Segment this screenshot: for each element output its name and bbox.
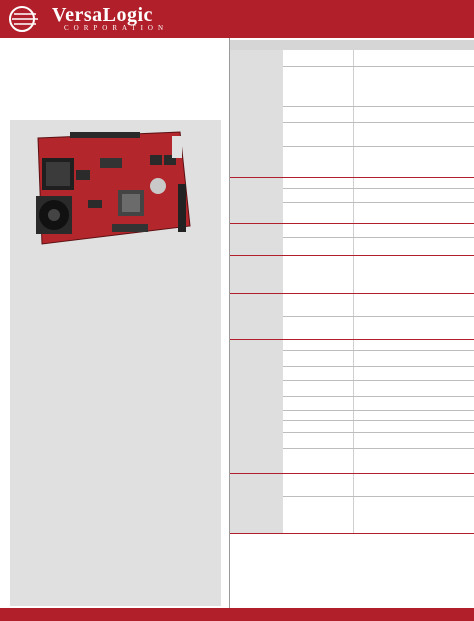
- spec-section-2: [230, 178, 474, 224]
- spec-row-line: [283, 122, 474, 123]
- spec-row-line: [283, 380, 474, 381]
- spec-section-divider: [230, 533, 474, 534]
- spec-row-line: [283, 237, 474, 238]
- spec-table-header: [230, 40, 474, 50]
- spec-row-line: [283, 448, 474, 449]
- footer-bar: [0, 608, 474, 621]
- spec-row-line: [283, 146, 474, 147]
- spec-section-label: [230, 50, 283, 178]
- spec-row-line: [283, 396, 474, 397]
- spec-section-divider: [230, 177, 474, 178]
- spec-section-label: [230, 256, 283, 294]
- spec-section-divider: [230, 339, 474, 340]
- spec-row-line: [283, 420, 474, 421]
- spec-col-divider: [353, 474, 354, 534]
- brand-subtitle: CORPORATION: [64, 24, 169, 32]
- spec-section-label: [230, 340, 283, 474]
- spec-section-4: [230, 256, 474, 294]
- spec-section-label: [230, 474, 283, 534]
- spec-row-line: [283, 188, 474, 189]
- header-bar: VersaLogic CORPORATION: [0, 0, 474, 38]
- spec-section-label: [230, 294, 283, 340]
- column-divider: [229, 38, 230, 608]
- spec-row-line: [283, 106, 474, 107]
- spec-col-divider: [353, 178, 354, 224]
- spec-section-divider: [230, 223, 474, 224]
- spec-col-divider: [353, 340, 354, 474]
- spec-col-divider: [353, 50, 354, 178]
- spec-row-line: [283, 366, 474, 367]
- spec-section-6: [230, 340, 474, 474]
- spec-col-divider: [353, 294, 354, 340]
- circuit-board-icon: [36, 131, 191, 245]
- spec-section-label: [230, 178, 283, 224]
- spec-section-1: [230, 50, 474, 178]
- spec-section-5: [230, 294, 474, 340]
- spec-col-divider: [353, 224, 354, 256]
- spec-section-divider: [230, 293, 474, 294]
- spec-row-line: [283, 432, 474, 433]
- spec-row-line: [283, 496, 474, 497]
- spec-row-line: [283, 316, 474, 317]
- spec-section-7: [230, 474, 474, 534]
- spec-section-label: [230, 224, 283, 256]
- spec-col-divider: [353, 256, 354, 294]
- versalogic-logo-icon: [9, 6, 38, 32]
- spec-section-divider: [230, 255, 474, 256]
- spec-row-line: [283, 350, 474, 351]
- spec-row-line: [283, 202, 474, 203]
- spec-row-line: [283, 66, 474, 67]
- brand-name: VersaLogic: [52, 4, 153, 26]
- spec-row-line: [283, 410, 474, 411]
- spec-section-divider: [230, 473, 474, 474]
- spec-section-3: [230, 224, 474, 256]
